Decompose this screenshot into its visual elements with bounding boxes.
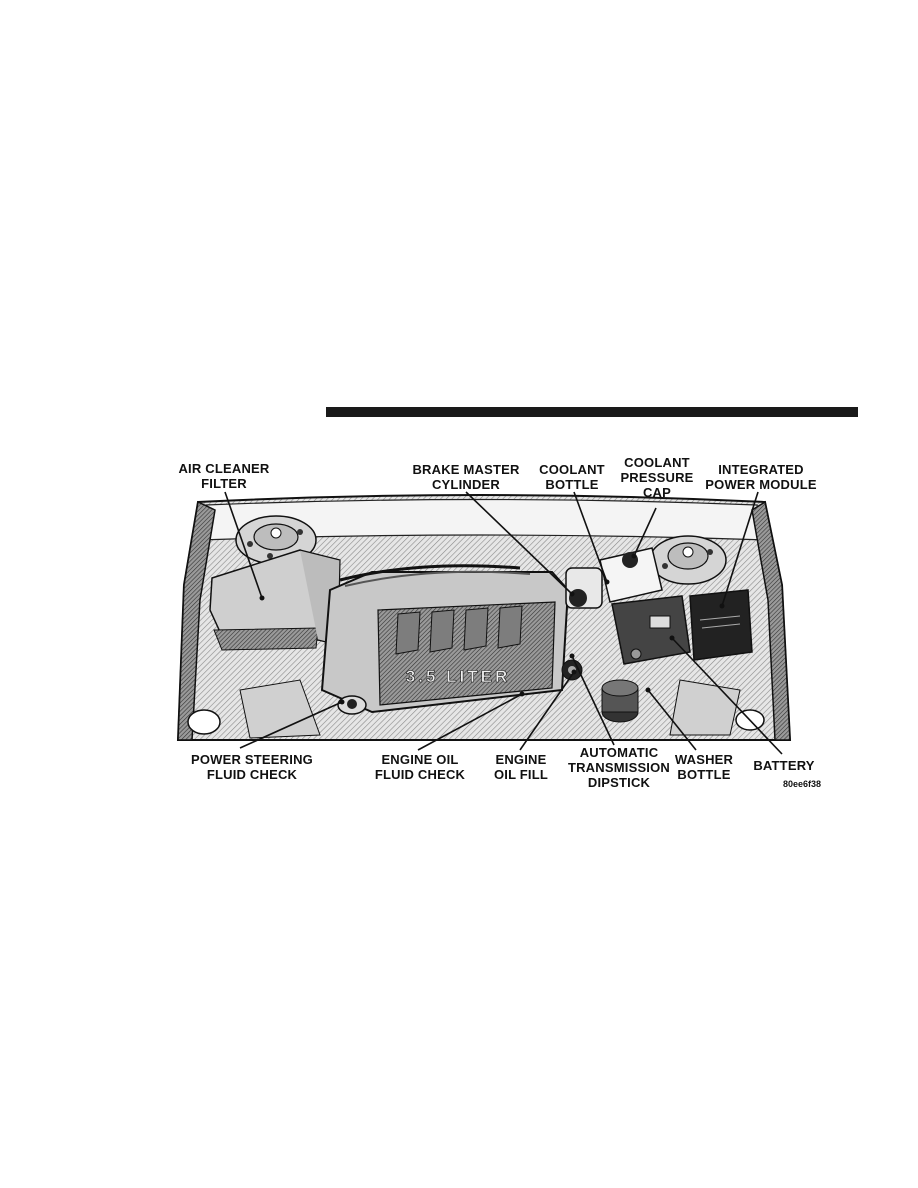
leader-lines: [224, 491, 783, 755]
washer-bottle-body: [601, 679, 639, 723]
right-strut-tower: [649, 535, 727, 585]
figure-code: 80ee6f38: [783, 779, 822, 789]
label-engine-oil-fill: ENGINE OIL FILL: [493, 752, 549, 782]
leader-arrowheads: [259, 553, 725, 705]
label-battery: BATTERY: [753, 758, 815, 773]
section-rule: [326, 407, 858, 417]
label-washer-bottle: WASHER BOTTLE: [674, 752, 734, 782]
label-coolant-pressure-cap: COOLANT PRESSURE CAP: [620, 455, 694, 500]
coolant-bottle: [599, 547, 663, 603]
label-air-cleaner-filter: AIR CLEANER FILTER: [178, 461, 270, 491]
air-cleaner-box: [209, 549, 341, 651]
battery-body: [611, 595, 691, 665]
engine-cover: 3.5 LITER: [320, 564, 570, 714]
label-brake-master-cylinder: BRAKE MASTER CYLINDER: [412, 462, 520, 492]
label-automatic-transmission-dipstick: AUTOMATIC TRANSMISSION DIPSTICK: [567, 745, 671, 790]
engine-cover-text: 3.5 LITER: [406, 667, 510, 686]
brake-master-cylinder: [565, 567, 603, 609]
power-steering-reservoir: [337, 695, 367, 715]
label-engine-oil-fluid-check: ENGINE OIL FLUID CHECK: [374, 752, 466, 782]
label-power-steering-fluid-check: POWER STEERING FLUID CHECK: [191, 752, 313, 782]
label-coolant-bottle: COOLANT BOTTLE: [539, 462, 605, 492]
integrated-power-module: [689, 589, 753, 661]
label-integrated-power-module: INTEGRATED POWER MODULE: [705, 462, 817, 492]
front-details: [187, 679, 765, 739]
